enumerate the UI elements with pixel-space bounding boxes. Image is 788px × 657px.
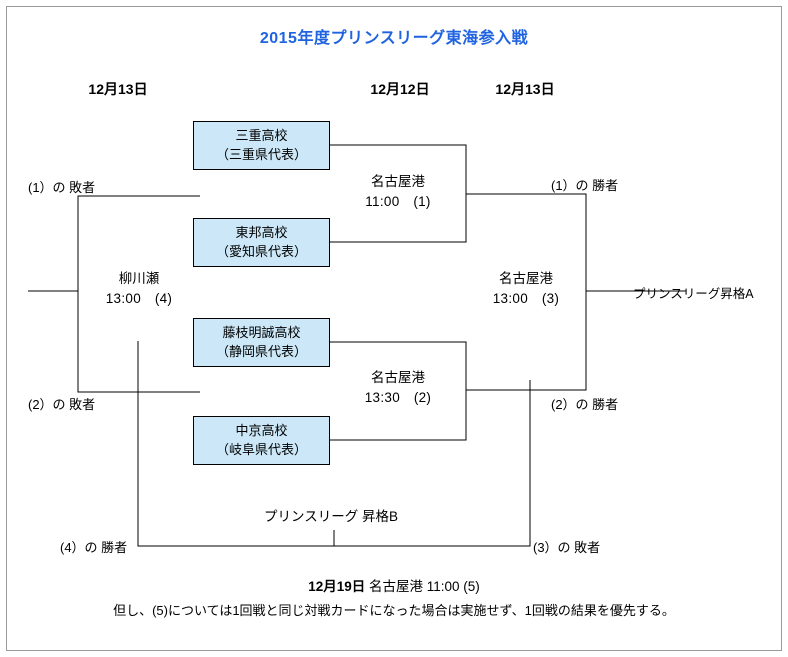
match-venue: 名古屋港 [499, 271, 553, 286]
match-label-2: 名古屋港 13:30 (2) [330, 368, 466, 409]
match-venue: 名古屋港 [371, 370, 425, 385]
match-time: 13:30 (2) [364, 390, 432, 406]
page-title: 2015年度プリンスリーグ東海参入戦 [259, 30, 529, 47]
team-name: 東邦高校 [235, 224, 288, 240]
label-winner-4: (4）の 勝者 [60, 540, 128, 555]
team-name: 中京高校 [235, 422, 288, 438]
team-name: 三重高校 [235, 127, 288, 143]
team-name: 藤枝明誠高校 [222, 324, 301, 340]
footer-detail: 名古屋港 11:00 (5) [369, 579, 480, 594]
date-header-right: 12月13日 [495, 81, 555, 97]
footer-date: 12月19日 [308, 579, 366, 594]
page-border [6, 6, 782, 651]
footer-note: 但し、(5)については1回戦と同じ対戦カードになった場合は実施せず、1回戦の結果… [113, 603, 675, 618]
label-promotion-b: プリンスリーグ 昇格B [264, 509, 398, 524]
team-prefecture: （三重県代表） [215, 146, 307, 162]
team-box-2: 東邦高校 （愛知県代表） [193, 218, 330, 267]
match-time: 13:00 (4) [105, 291, 173, 307]
label-loser-2: (2）の 敗者 [28, 397, 96, 412]
label-promotion-a: プリンスリーグ昇格A [633, 287, 754, 301]
match-venue: 柳川瀬 [118, 271, 160, 286]
footer-match-5: 12月19日 名古屋港 11:00 (5) [0, 575, 788, 595]
team-box-1: 三重高校 （三重県代表） [193, 121, 330, 170]
match-label-1: 名古屋港 11:00 (1) [330, 172, 466, 213]
date-header-middle: 12月12日 [370, 81, 430, 97]
label-loser-3: (3）の 敗者 [533, 540, 601, 555]
match-venue: 名古屋港 [371, 174, 425, 189]
team-prefecture: （岐阜県代表） [215, 441, 307, 457]
date-header-left: 12月13日 [88, 81, 148, 97]
team-box-4: 中京高校 （岐阜県代表） [193, 416, 330, 465]
label-winner-1: (1）の 勝者 [551, 178, 619, 193]
match-label-3: 名古屋港 13:00 (3) [466, 269, 586, 310]
team-prefecture: （愛知県代表） [215, 243, 307, 259]
match-label-4: 柳川瀬 13:00 (4) [78, 269, 200, 310]
label-winner-2: (2）の 勝者 [551, 397, 619, 412]
team-box-3: 藤枝明誠高校 （静岡県代表） [193, 318, 330, 367]
match-time: 11:00 (1) [365, 194, 431, 210]
label-loser-1: (1）の 敗者 [28, 180, 96, 195]
team-prefecture: （静岡県代表） [215, 343, 307, 359]
match-time: 13:00 (3) [492, 291, 560, 307]
